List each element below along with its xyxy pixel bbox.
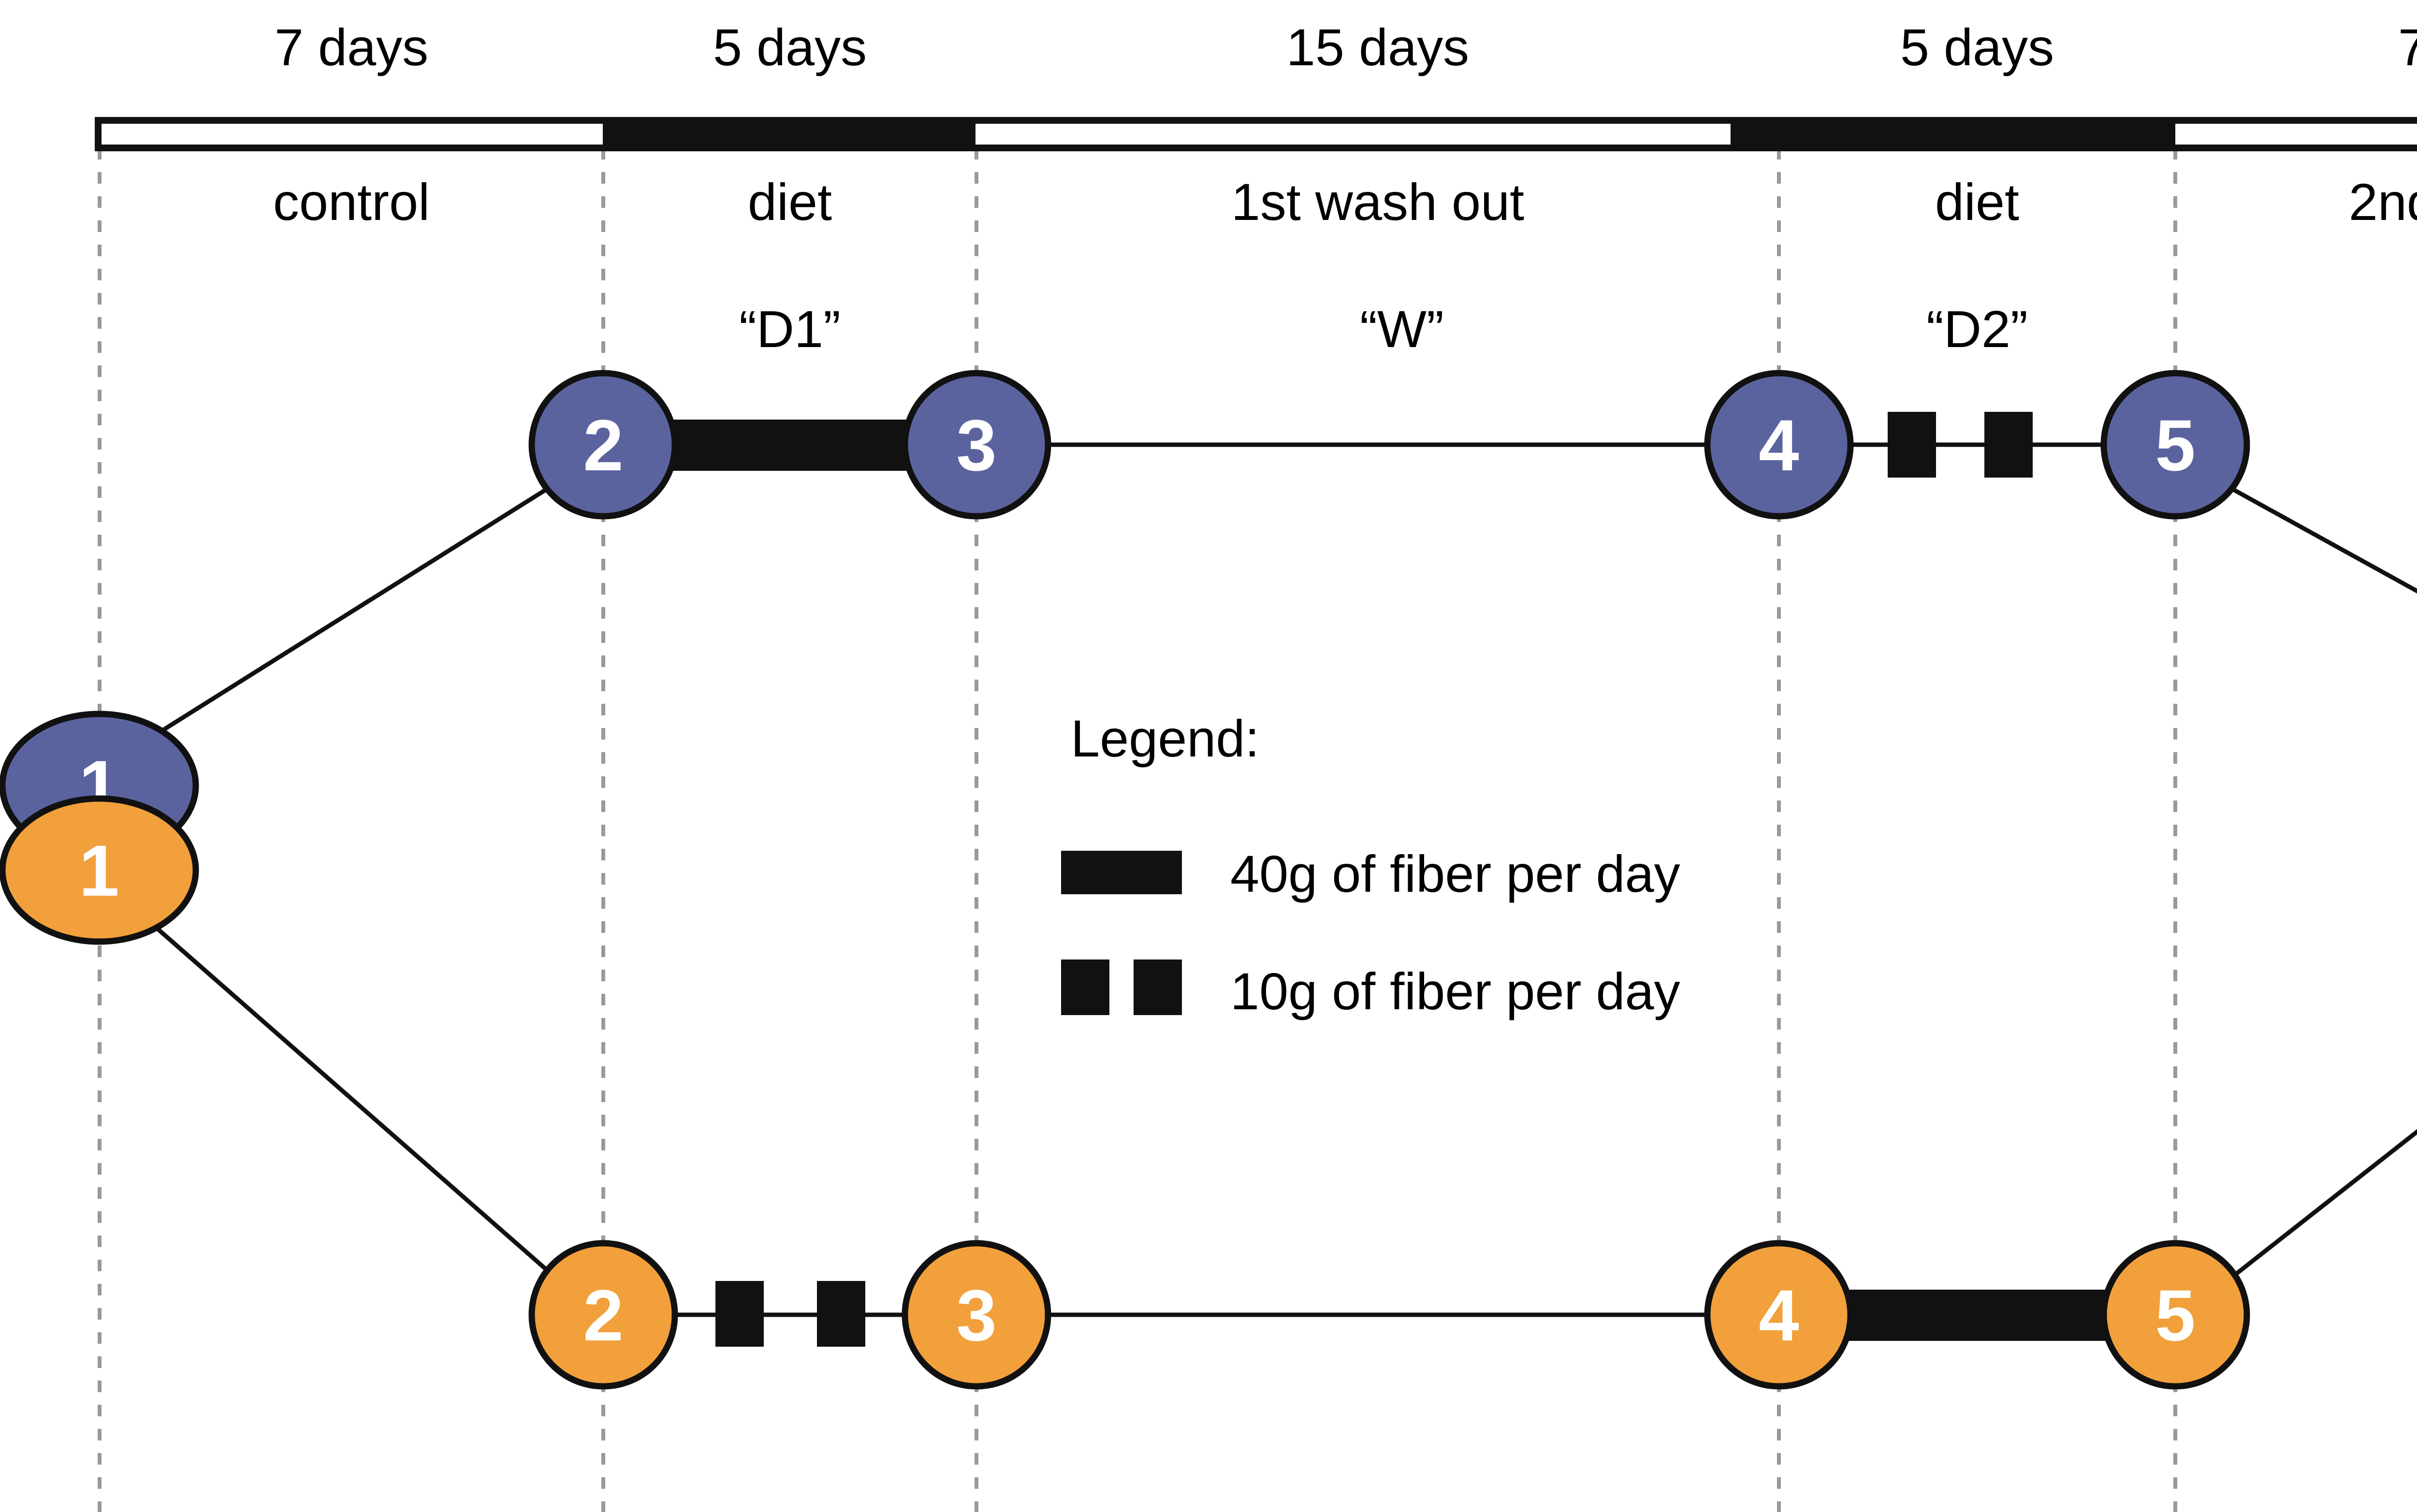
node-circle[interactable]	[528, 1240, 678, 1390]
legend-entry-high-fiber: 40g of fiber per day	[1061, 844, 1680, 903]
legend-swatch-dashed-icon-a	[1061, 960, 1109, 1015]
node-circle[interactable]	[1704, 370, 1854, 520]
legend-title: Legend:	[1071, 709, 1259, 768]
phase-duration-diet2: 5 days	[1900, 18, 2054, 76]
node-label: 2	[583, 1275, 623, 1356]
phase-name-diet1: diet	[748, 173, 832, 231]
node-arm-b-2[interactable]: 2	[528, 1240, 678, 1390]
phase-duration-control: 7 days	[275, 18, 428, 76]
node-arm-b-3[interactable]: 3	[902, 1240, 1051, 1390]
period-code-d2: “D2”	[1926, 300, 2028, 358]
legend-swatch-dashed-icon-b	[1134, 960, 1182, 1015]
phase-duration-diet1: 5 days	[713, 18, 867, 76]
node-label: 5	[2155, 405, 2195, 486]
node-arm-b-4[interactable]: 4	[1704, 1240, 1854, 1390]
period-code-labels: “D1” “W” “D2”	[739, 300, 2028, 358]
node-arm-b-1[interactable]: 1	[0, 795, 199, 945]
phase-duration-washout2: 7 days	[2398, 18, 2417, 76]
arm-a-connectors	[139, 412, 2417, 746]
node-circle[interactable]	[2100, 1240, 2250, 1390]
phase-name-washout2: 2nd wash out	[2349, 173, 2417, 231]
arm-a-dash-block-2	[1984, 412, 2033, 478]
node-arm-a-4[interactable]: 4	[1704, 370, 1854, 520]
arm-b-link-5-6	[2232, 1129, 2417, 1278]
node-arm-a-2[interactable]: 2	[528, 370, 678, 520]
arm-b-link-1-2	[139, 912, 553, 1276]
arm-b-link-4-5	[1837, 1290, 2117, 1341]
node-label: 4	[1759, 405, 1799, 486]
node-circle[interactable]	[902, 1240, 1051, 1390]
arm-b-connectors	[139, 912, 2417, 1347]
node-label: 4	[1759, 1275, 1799, 1356]
legend-entry-low-fiber: 10g of fiber per day	[1061, 960, 1680, 1020]
arm-a-dash-block-1	[1888, 412, 1936, 478]
phase-name-control: control	[273, 173, 430, 231]
arm-b-nodes: 1 2 3 4 5 6	[0, 795, 2250, 1390]
period-code-w: “W”	[1360, 300, 1444, 358]
legend-swatch-solid-icon	[1061, 851, 1182, 894]
timeline-bar	[95, 117, 2417, 151]
arm-a-link-5-6	[2229, 486, 2417, 594]
phase-duration-labels: 7 days 5 days 15 days 5 days 7 days	[275, 18, 2417, 76]
legend-label: 40g of fiber per day	[1230, 844, 1680, 903]
node-circle[interactable]	[528, 370, 678, 520]
node-label: 3	[956, 1275, 996, 1356]
arm-b-dash-block-1	[715, 1281, 764, 1347]
node-circle[interactable]	[0, 795, 199, 945]
node-arm-a-3[interactable]: 3	[902, 370, 1051, 520]
arm-b-dash-block-2	[817, 1281, 865, 1347]
phase-duration-washout1: 15 days	[1286, 18, 1469, 76]
arm-a-link-1-2	[139, 481, 557, 746]
node-circle[interactable]	[1704, 1240, 1854, 1390]
node-circle[interactable]	[902, 370, 1051, 520]
node-label: 1	[79, 830, 119, 911]
phase-name-washout1: 1st wash out	[1231, 173, 1524, 231]
node-arm-a-5[interactable]: 5	[2100, 370, 2250, 520]
legend-label: 10g of fiber per day	[1230, 962, 1680, 1020]
node-label: 2	[583, 405, 623, 486]
phase-name-diet2: diet	[1935, 173, 2019, 231]
phase-name-labels: control diet 1st wash out diet 2nd wash …	[273, 173, 2417, 231]
timeline-bar-segment-diet2	[1731, 120, 2175, 148]
node-arm-b-5[interactable]: 5	[2100, 1240, 2250, 1390]
period-code-d1: “D1”	[739, 300, 841, 358]
legend: Legend: 40g of fiber per day 10g of fibe…	[1061, 709, 1680, 1020]
node-label: 5	[2155, 1275, 2195, 1356]
arm-a-link-2-3	[643, 420, 938, 471]
timeline-bar-segment-diet1	[603, 120, 976, 148]
node-circle[interactable]	[2100, 370, 2250, 520]
node-label: 3	[956, 405, 996, 486]
